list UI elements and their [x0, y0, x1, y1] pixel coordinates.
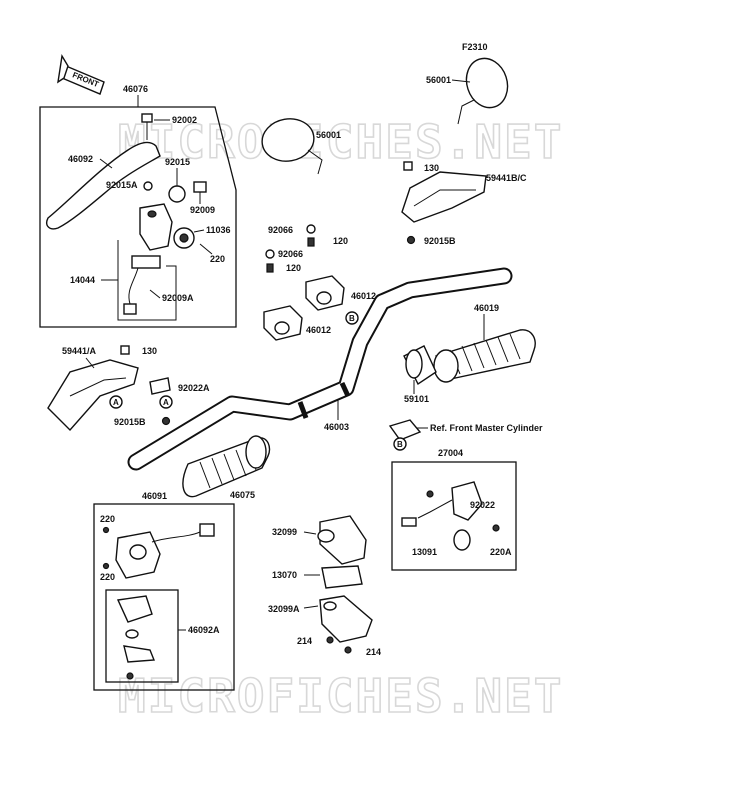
- label-130-right: 130: [424, 163, 439, 173]
- label-92022A: 92022A: [178, 383, 210, 393]
- label-46092: 46092: [68, 154, 93, 164]
- label-214-b: 214: [366, 647, 381, 657]
- washer-92015A: [143, 181, 153, 191]
- grip-left: [182, 435, 271, 498]
- housing-32099A: [319, 595, 373, 643]
- screw-92009: [193, 181, 207, 193]
- label-92066-b: 92066: [278, 249, 303, 259]
- upper-clamp-b: [263, 305, 303, 341]
- plate-13070: [321, 565, 363, 589]
- label-14044: 14044: [70, 275, 95, 285]
- label-46012-b: 46012: [306, 325, 331, 335]
- figure-code: F2310: [462, 42, 488, 52]
- lever-holder: [139, 203, 195, 251]
- left-switch-lower: [116, 595, 156, 680]
- label-46075: 46075: [230, 490, 255, 500]
- upper-clamp-a: [305, 275, 345, 311]
- bolt-130-right: [403, 161, 413, 171]
- label-56001-left: 56001: [316, 130, 341, 140]
- lever-assembly-box: [39, 106, 237, 328]
- label-46092A: 46092A: [188, 625, 220, 635]
- label-46076: 46076: [123, 84, 148, 94]
- watermark-bottom: MICROFICHES.NET: [118, 669, 563, 723]
- switch-46091-box: [93, 503, 235, 691]
- kill-switch: [401, 481, 483, 551]
- throttle-tube-59101: [403, 345, 437, 386]
- marker-b2: B: [397, 440, 403, 449]
- left-switch-housing: [115, 523, 215, 579]
- label-220A: 220A: [490, 547, 512, 557]
- label-59441BC: 59441B/C: [486, 173, 527, 183]
- switch-27004-box: [391, 461, 517, 571]
- mirror-right: [457, 57, 509, 125]
- label-32099A: 32099A: [268, 604, 300, 614]
- marker-a1: A: [113, 398, 119, 407]
- marker-a2: A: [163, 398, 169, 407]
- label-56001-right: 56001: [426, 75, 451, 85]
- label-92015B-right: 92015B: [424, 236, 456, 246]
- label-214-a: 214: [297, 636, 312, 646]
- bolt-92002: [141, 113, 153, 140]
- label-220-d: 220: [100, 572, 115, 582]
- housing-32099: [317, 515, 367, 565]
- label-13091: 13091: [412, 547, 437, 557]
- clutch-switch: [123, 255, 161, 315]
- marker-b1: B: [349, 314, 355, 323]
- hand-guard-a: [47, 359, 139, 432]
- label-92015A: 92015A: [106, 180, 138, 190]
- label-13070: 13070: [272, 570, 297, 580]
- label-46003: 46003: [324, 422, 349, 432]
- label-92015: 92015: [165, 157, 190, 167]
- label-220-top: 220: [210, 254, 225, 264]
- grip-right: [433, 329, 536, 383]
- label-120-a: 120: [333, 236, 348, 246]
- label-92015B-left: 92015B: [114, 417, 146, 427]
- bolt-130-left: [120, 345, 130, 355]
- label-59441A: 59441/A: [62, 346, 97, 356]
- label-92002: 92002: [172, 115, 197, 125]
- label-92022: 92022: [470, 500, 495, 510]
- label-92066-a: 92066: [268, 225, 293, 235]
- label-92009: 92009: [190, 205, 215, 215]
- nut-92015B-left: [161, 416, 171, 426]
- watermark-top: MICROFICHES.NET: [118, 115, 563, 169]
- front-arrow-icon: [57, 53, 105, 95]
- mirror-left: [261, 118, 323, 175]
- label-46091: 46091: [142, 491, 167, 501]
- master-cylinder-clamp: [388, 419, 422, 441]
- label-46012-a: 46012: [351, 291, 376, 301]
- clamp-92022A: [149, 377, 171, 395]
- label-92009A: 92009A: [162, 293, 194, 303]
- label-11036: 11036: [206, 225, 231, 235]
- handlebar: [127, 267, 513, 471]
- label-ref-master-cylinder: Ref. Front Master Cylinder: [430, 423, 543, 433]
- label-59101: 59101: [404, 394, 429, 404]
- nut-92015B-right: [406, 235, 416, 245]
- label-130-left: 130: [142, 346, 157, 356]
- label-32099: 32099: [272, 527, 297, 537]
- label-46019: 46019: [474, 303, 499, 313]
- clutch-lever: [46, 141, 161, 230]
- nut-92015: [168, 185, 186, 203]
- label-27004: 27004: [438, 448, 463, 458]
- label-120-b: 120: [286, 263, 301, 273]
- label-220-c: 220: [100, 514, 115, 524]
- switch-46092A-box: [105, 589, 179, 683]
- hand-guard-bc: [401, 171, 487, 223]
